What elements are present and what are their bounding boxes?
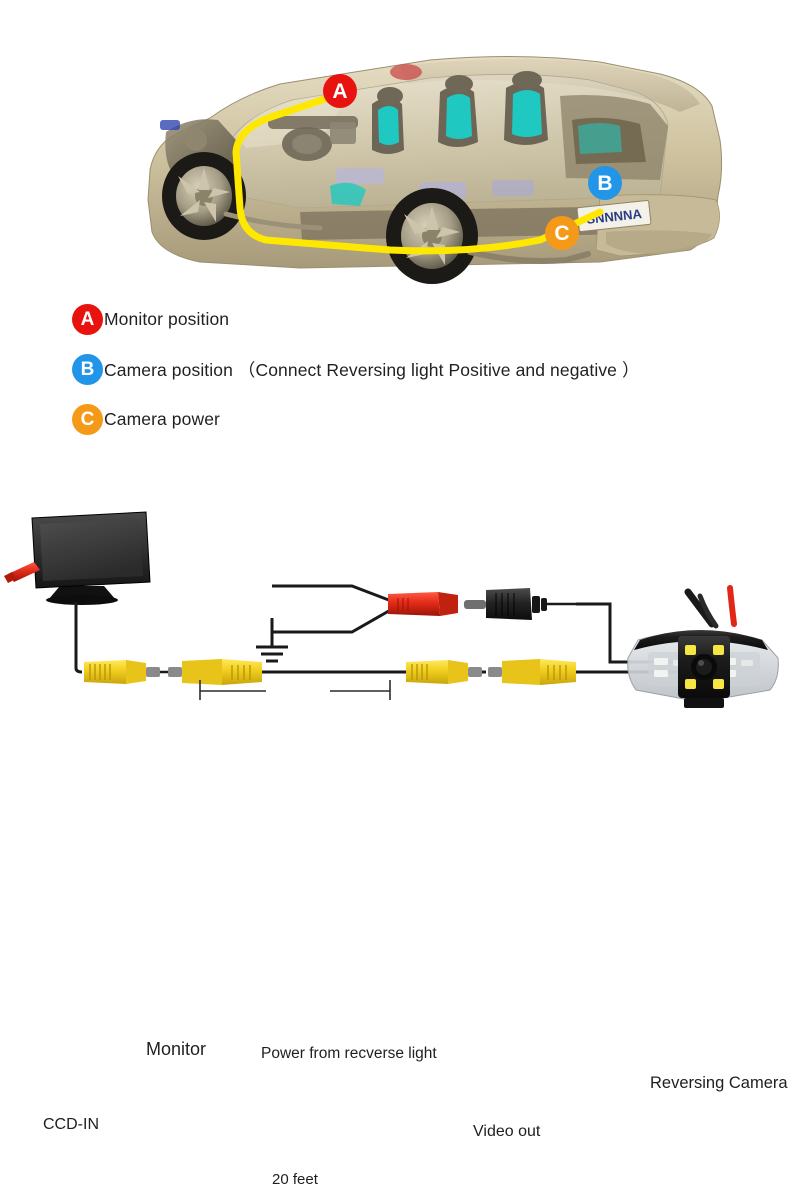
- power-negative-wire: [272, 606, 395, 634]
- engine-blue-part-2: [160, 120, 180, 130]
- distance-label: 20 feet: [272, 1171, 318, 1188]
- legend-marker-a: A: [72, 303, 103, 335]
- license-plate: SNNNNA: [576, 200, 652, 232]
- rca-connector-2: [168, 659, 262, 685]
- chassis-component-1: [336, 168, 384, 184]
- rca-connector-1: [84, 660, 172, 684]
- wiring-route-highlight: [232, 86, 604, 255]
- camera-power-lead: [727, 585, 737, 627]
- reversing-camera-label: Reversing Camera: [650, 1074, 788, 1092]
- power-source-label: Power from recverse light: [261, 1045, 437, 1062]
- monitor-power-connector: [4, 562, 40, 583]
- camera-led-2: [713, 645, 724, 655]
- seat-front-fabric: [378, 106, 399, 145]
- headrest-front: [377, 87, 403, 105]
- exhaust-pipe: [467, 249, 591, 264]
- camera-led-3: [685, 679, 696, 689]
- power-branch: [256, 584, 395, 663]
- seat-rear-right-fabric: [512, 90, 542, 137]
- front-suspension-link: [223, 211, 323, 231]
- monitor-stand-base: [46, 595, 118, 605]
- marker-c-on-car: C: [545, 216, 579, 250]
- ccd-in-label: CCD-IN: [43, 1116, 99, 1133]
- rca-connector-3: [406, 660, 482, 684]
- monitor-screen: [40, 519, 143, 581]
- monitor-label: Monitor: [146, 1039, 207, 1059]
- car-cutaway-illustration: SNNNNA A: [0, 0, 800, 300]
- rear-wheel: [386, 188, 478, 284]
- monitor-device: [4, 511, 151, 605]
- ccd-in-wire: [74, 602, 83, 674]
- car-roof: [400, 58, 700, 112]
- tail-light: [390, 64, 422, 80]
- car-diagram-svg: SNNNNA: [147, 55, 723, 284]
- power-male-connector: [464, 588, 576, 620]
- wiring-diagram-svg: [4, 511, 779, 708]
- legend-marker-c: C: [72, 403, 103, 435]
- power-female-connector: [388, 592, 458, 616]
- legend-label-b: Camera position （Connect Reversing light…: [104, 359, 640, 380]
- seat-rear-left-fabric: [446, 94, 472, 139]
- legend: A Monitor position B Camera position （Co…: [72, 294, 772, 444]
- legend-label-c: Camera power: [104, 408, 220, 429]
- distance-dimension: [199, 680, 391, 700]
- legend-row-a: A Monitor position: [72, 294, 772, 344]
- reversing-camera-device: [627, 585, 779, 708]
- legend-label-a: Monitor position: [104, 308, 230, 329]
- marker-b-on-car: B: [588, 166, 622, 200]
- headrest-rear-left: [445, 75, 473, 93]
- legend-row-c: C Camera power: [72, 394, 772, 444]
- front-wheel: [162, 152, 246, 240]
- center-console: [330, 122, 356, 144]
- rear-bumper-lower: [606, 230, 712, 254]
- chassis-component-3: [492, 180, 534, 196]
- legend-row-b: B Camera position （Connect Reversing lig…: [72, 344, 772, 394]
- camera-led-1: [685, 645, 696, 655]
- video-out-label: Video out: [473, 1123, 541, 1140]
- power-positive-wire: [272, 584, 395, 604]
- ground-symbol: [256, 645, 288, 663]
- marker-a-on-car: A: [323, 74, 357, 108]
- floor-teal-part: [330, 182, 366, 206]
- engine-part: [185, 129, 207, 151]
- headrest-rear-right: [512, 71, 542, 89]
- camera-led-4: [713, 679, 724, 689]
- rca-connector-4: [488, 659, 576, 685]
- camera-cable-2: [697, 593, 719, 629]
- steering-hub: [292, 134, 322, 154]
- legend-marker-b: B: [72, 353, 103, 385]
- trunk-teal-part: [578, 123, 622, 154]
- wiring-diagram: Monitor Power from recverse light CCD-IN…: [0, 490, 800, 1188]
- camera-bottom-tab: [684, 698, 724, 708]
